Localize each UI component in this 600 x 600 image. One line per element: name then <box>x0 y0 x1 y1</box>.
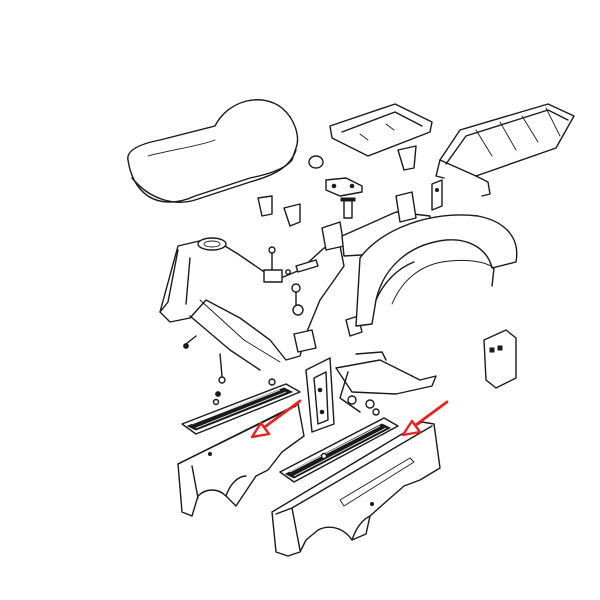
seat-latch <box>431 179 443 211</box>
seat <box>127 99 299 203</box>
seat-tray <box>329 103 433 171</box>
left-floorboard <box>181 378 301 435</box>
rear-luggage-rack <box>435 103 575 197</box>
frame-bolt <box>183 335 226 397</box>
mount-bolt <box>340 197 356 219</box>
frame <box>159 191 431 371</box>
rubber-bumper <box>308 155 324 169</box>
rear-fender <box>355 214 518 327</box>
seat-hinge <box>325 177 363 197</box>
fuel-tap <box>263 246 319 316</box>
center-stand <box>305 351 437 433</box>
right-floorboard <box>279 408 399 483</box>
arrow-left-side-cover <box>250 399 302 439</box>
mount-bracket-left <box>257 195 301 227</box>
small-bracket-plate <box>483 329 517 389</box>
arrow-right-side-cover <box>401 400 449 437</box>
right-side-cover <box>271 421 441 557</box>
